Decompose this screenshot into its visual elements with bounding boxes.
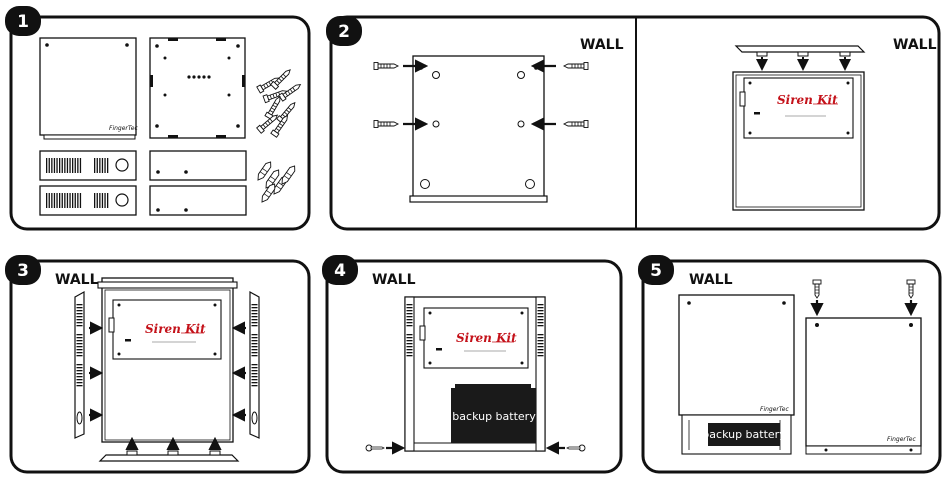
step-2-badge: 2 <box>326 16 362 46</box>
step-3-badge: 3 <box>5 255 41 285</box>
step-2-panel: 2 WALL WALL <box>326 15 941 231</box>
enclosure: Siren Kit <box>97 277 238 443</box>
back-plate-on-wall <box>409 55 548 203</box>
front-cover: FingerTec <box>39 37 139 140</box>
siren-kit-label: Siren Kit <box>456 331 517 345</box>
bottom-lid <box>98 450 240 462</box>
step-3-panel: 3 WALL Siren Kit <box>5 255 311 474</box>
side-panel-left <box>74 290 85 439</box>
wall-label: WALL <box>372 272 416 288</box>
arrow-icon <box>89 321 246 450</box>
step-4-panel: 4 WALL Siren Kit backup battery <box>322 255 623 474</box>
step-4-number: 4 <box>334 261 346 281</box>
fingertec-logo: FingerTec <box>887 436 917 443</box>
wall-label: WALL <box>580 37 624 53</box>
arrow-icon <box>756 57 851 71</box>
wall-label: WALL <box>893 37 937 53</box>
top-lid <box>734 45 866 57</box>
side-panel-bottom <box>39 185 137 216</box>
step-1-badge: 1 <box>5 6 41 36</box>
backup-battery: backup battery <box>451 384 536 443</box>
siren-kit-label: Siren Kit <box>145 322 206 336</box>
arrow-icon <box>403 59 556 131</box>
battery-label: backup battery <box>452 410 536 423</box>
fingertec-logo: FingerTec <box>109 125 139 132</box>
step-4-badge: 4 <box>322 255 358 285</box>
siren-kit-label: Siren Kit <box>777 93 838 107</box>
side-panel-right <box>249 290 260 439</box>
battery-label: backup battery <box>702 428 786 441</box>
step-1-number: 1 <box>17 12 29 32</box>
screw-icon <box>812 279 916 299</box>
end-panel-top <box>149 150 247 181</box>
side-panel-top <box>39 150 137 181</box>
wall-label: WALL <box>689 272 733 288</box>
step-1-panel: 1 FingerTec <box>5 6 311 231</box>
front-cover: FingerTec <box>805 317 922 455</box>
enclosure: Siren Kit <box>404 296 546 452</box>
arrow-icon <box>810 300 918 317</box>
step-2-number: 2 <box>338 22 350 42</box>
step-3-number: 3 <box>17 261 29 281</box>
end-panel-bottom <box>149 185 247 216</box>
fingertec-logo: FingerTec <box>760 406 790 413</box>
enclosure-side-view: FingerTec <box>678 294 795 455</box>
step-5-panel: 5 WALL FingerTec backup battery FingerTe… <box>638 255 942 474</box>
screw-icon <box>256 66 303 138</box>
backup-battery: backup battery <box>702 423 786 446</box>
step-5-number: 5 <box>650 261 662 281</box>
wall-label: WALL <box>55 272 99 288</box>
step-5-badge: 5 <box>638 255 674 285</box>
enclosure: Siren Kit <box>732 71 865 211</box>
back-plate <box>149 37 246 139</box>
wall-plug-icon <box>255 159 298 205</box>
